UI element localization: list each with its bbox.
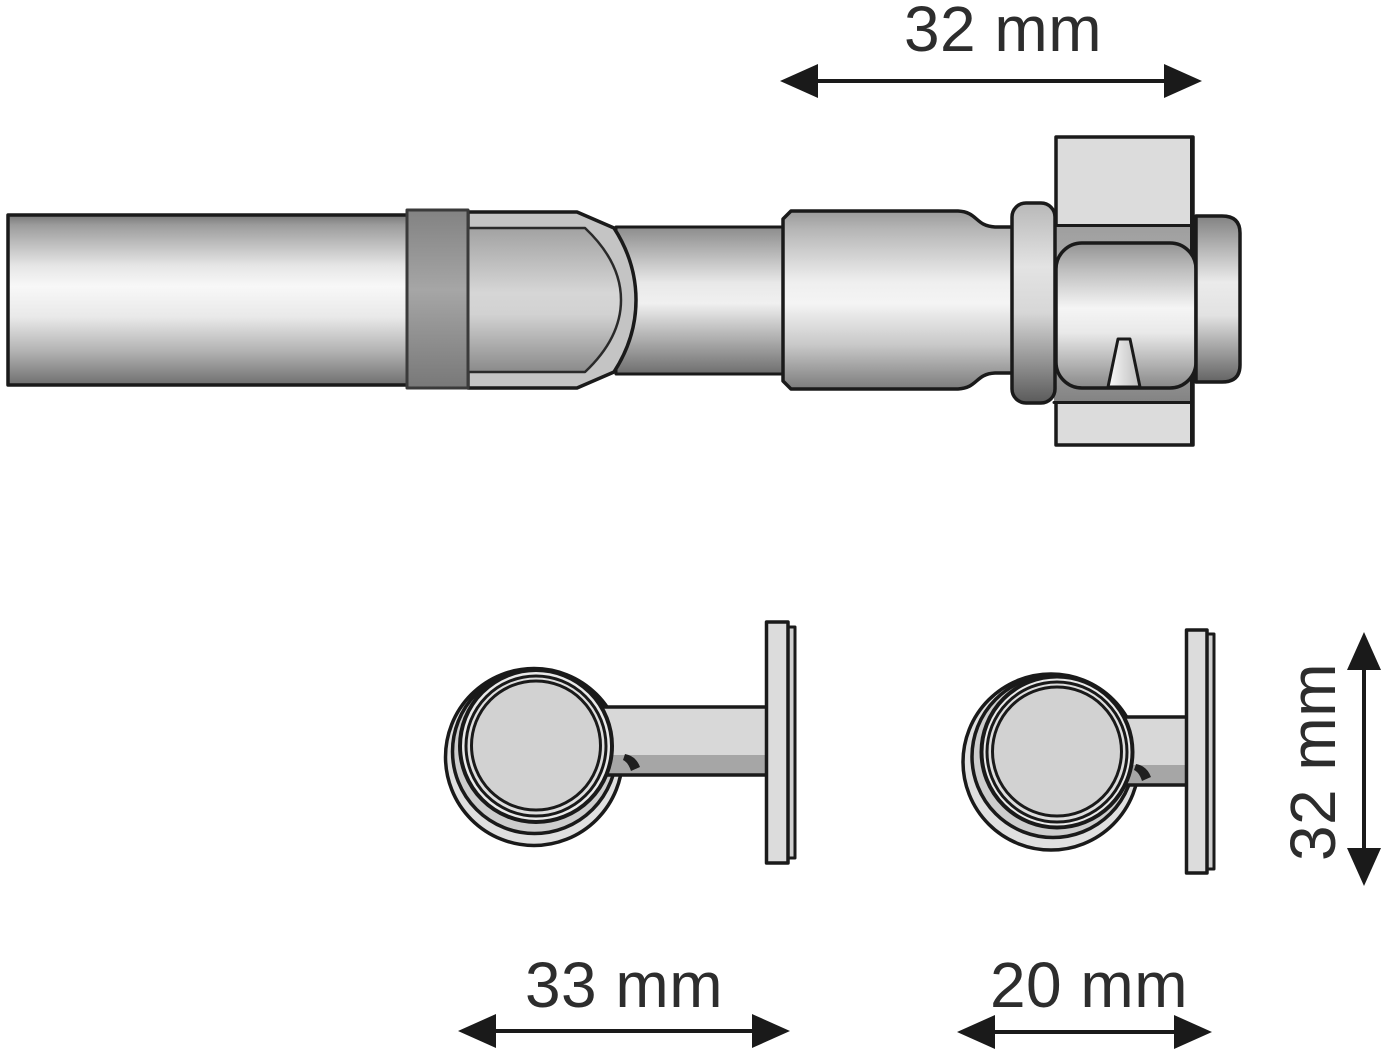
wall-plate-bar (764, 620, 790, 865)
wall-bracket-20mm-illustration (961, 628, 1216, 875)
arrowhead-right-icon (1174, 1015, 1212, 1049)
rod-assembly-illustration (6, 135, 1242, 447)
arrowhead-right-icon (752, 1014, 790, 1048)
mounting-ring-face (470, 679, 602, 812)
dimension-arrow-top (780, 64, 1202, 98)
arrowhead-left-icon (957, 1015, 995, 1049)
wall-plate-bar (1184, 628, 1209, 875)
arrowhead-down-icon (1347, 848, 1381, 886)
dimension-label-bracket-large-depth: 33 mm (525, 949, 723, 1021)
arrowhead-left-icon (780, 64, 818, 98)
dimension-label-rod-end: 32 mm (904, 0, 1102, 65)
flange-ring-disc (1010, 201, 1057, 405)
arrowhead-left-icon (458, 1014, 496, 1048)
arm-ring-shadow-wedge (1134, 764, 1151, 781)
dimension-arrow-33mm (458, 1014, 790, 1048)
dimension-arrow-20mm (957, 1015, 1212, 1049)
dimension-label-bracket-height: 32 mm (1277, 663, 1349, 861)
dimension-label-bracket-small-depth: 20 mm (990, 949, 1188, 1021)
arrowhead-right-icon (1164, 64, 1202, 98)
end-cap-disc (1194, 214, 1242, 384)
mounting-ring-face (991, 685, 1123, 818)
bracket-arm-shadow-band (600, 755, 767, 775)
rod-narrow-shaft (614, 225, 798, 376)
arrowhead-up-icon (1347, 632, 1381, 670)
rod-collar-sleeve (405, 208, 470, 390)
nut-keyway-notch (1106, 337, 1142, 389)
dimension-arrow-height (1347, 632, 1381, 886)
bracket-socket-cylinder (781, 209, 1020, 391)
arm-ring-shadow-wedge (623, 754, 640, 771)
curtain-rod (6, 213, 472, 387)
rod-adapter-body (466, 226, 623, 374)
wall-bracket-33mm-illustration (443, 620, 797, 865)
